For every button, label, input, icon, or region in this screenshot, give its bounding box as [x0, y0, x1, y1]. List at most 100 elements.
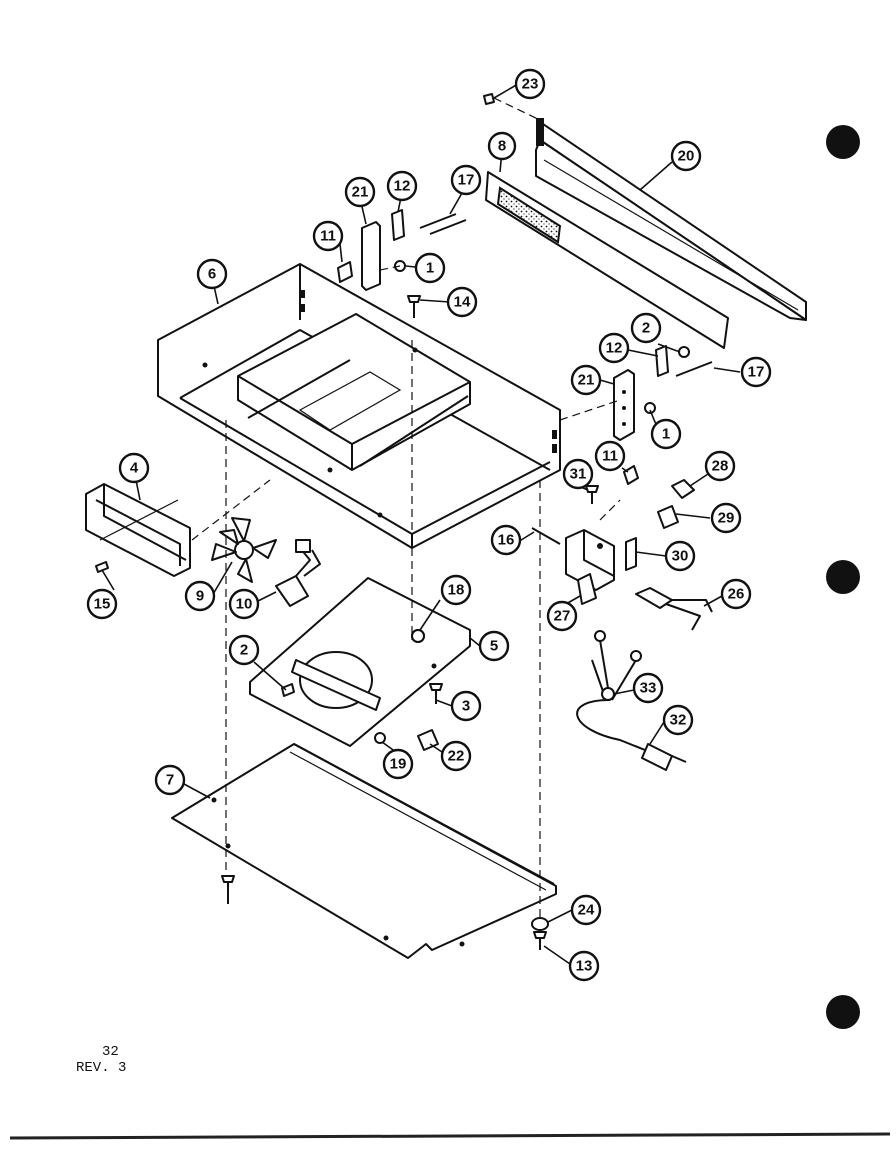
callout-17-left: 17 — [450, 164, 482, 196]
part-14-screw — [407, 295, 421, 318]
part-2-screw-lower — [281, 683, 295, 697]
part-8-grille-panel — [485, 171, 729, 349]
callout-18: 18 — [440, 574, 472, 606]
callout-1-left: 1 — [414, 252, 446, 284]
part-3-screw — [429, 683, 443, 704]
callout-29: 29 — [710, 502, 742, 534]
svg-text:3: 3 — [462, 698, 470, 715]
part-20-rear-top-panel — [535, 118, 807, 321]
part-31-screw — [585, 485, 599, 504]
svg-text:10: 10 — [236, 596, 253, 613]
svg-text:16: 16 — [498, 532, 515, 549]
revision-label: REV. 3 — [76, 1060, 127, 1076]
svg-text:7: 7 — [166, 772, 174, 789]
callout-leaders — [101, 83, 741, 965]
part-15-screw — [95, 561, 109, 573]
callout-20: 20 — [670, 140, 702, 172]
svg-text:1: 1 — [426, 260, 434, 277]
callout-31: 31 — [562, 458, 594, 490]
svg-text:4: 4 — [130, 460, 139, 477]
callout-27: 27 — [546, 600, 578, 632]
svg-text:12: 12 — [394, 178, 411, 195]
callout-7: 7 — [154, 764, 186, 796]
page-number: 32 — [102, 1044, 119, 1060]
callout-17-right: 17 — [740, 356, 772, 388]
svg-text:8: 8 — [498, 138, 506, 155]
svg-text:27: 27 — [554, 608, 571, 625]
assembly-lines — [191, 265, 621, 920]
part-11-hinge-left — [337, 261, 353, 283]
svg-text:13: 13 — [576, 958, 593, 975]
svg-text:9: 9 — [196, 588, 204, 605]
part-11-hinge-right — [623, 465, 639, 485]
svg-text:1: 1 — [662, 426, 670, 443]
part-26-harness — [635, 587, 713, 631]
callout-12-right: 12 — [598, 332, 630, 364]
svg-text:30: 30 — [672, 548, 689, 565]
callout-32: 32 — [662, 704, 694, 736]
part-10-motor — [275, 539, 321, 607]
part-9-fan-blade — [211, 517, 277, 583]
part-12-clip-right — [655, 345, 669, 377]
page-footer: 32 REV. 3 — [76, 1044, 126, 1076]
svg-text:20: 20 — [678, 148, 695, 165]
callout-33: 33 — [632, 672, 664, 704]
callout-2-lower: 2 — [228, 634, 260, 666]
part-23-screw — [483, 93, 541, 121]
callout-6: 6 — [196, 258, 228, 290]
callout-9: 9 — [184, 580, 216, 612]
part-28-switch — [671, 479, 695, 499]
part-2-nut-top — [678, 346, 690, 358]
svg-text:33: 33 — [640, 680, 657, 697]
part-13-screw — [533, 931, 547, 950]
svg-text:29: 29 — [718, 510, 735, 527]
part-33-nut — [601, 687, 615, 701]
part-32-power-cord — [576, 630, 687, 771]
part-21-bracket-left — [361, 221, 381, 291]
svg-text:5: 5 — [490, 638, 498, 655]
binder-hole-top — [826, 125, 860, 159]
callout-15: 15 — [86, 588, 118, 620]
svg-text:12: 12 — [606, 340, 623, 357]
svg-text:15: 15 — [94, 596, 111, 613]
svg-text:28: 28 — [712, 458, 729, 475]
svg-text:18: 18 — [448, 582, 465, 599]
callout-1-right: 1 — [650, 418, 682, 450]
callout-10: 10 — [228, 588, 260, 620]
part-6-chassis — [157, 263, 561, 549]
part-17-pin-left — [419, 213, 467, 235]
callout-21-right: 21 — [570, 364, 602, 396]
callout-30: 30 — [664, 540, 696, 572]
svg-text:26: 26 — [728, 586, 745, 603]
callout-21-left: 21 — [344, 176, 376, 208]
callout-26: 26 — [720, 578, 752, 610]
svg-text:19: 19 — [390, 756, 407, 773]
svg-text:21: 21 — [578, 372, 595, 389]
part-24-foot — [531, 917, 549, 931]
svg-text:21: 21 — [352, 184, 369, 201]
svg-text:22: 22 — [448, 748, 465, 765]
callout-16: 16 — [490, 524, 522, 556]
part-21-bracket-right — [613, 369, 635, 441]
part-17-pin-right — [675, 361, 713, 377]
svg-text:17: 17 — [748, 364, 765, 381]
svg-text:11: 11 — [320, 228, 336, 245]
svg-text:14: 14 — [454, 294, 471, 311]
callout-5: 5 — [478, 630, 510, 662]
part-1-nut-right — [644, 402, 656, 414]
part-7-bottom-panel — [171, 743, 557, 959]
callout-3: 3 — [450, 690, 482, 722]
callout-24: 24 — [570, 894, 602, 926]
svg-text:2: 2 — [240, 642, 248, 659]
svg-text:32: 32 — [670, 712, 687, 729]
callout-4: 4 — [118, 452, 150, 484]
part-29-switch — [657, 505, 679, 529]
svg-text:17: 17 — [458, 172, 475, 189]
part-18-nut — [411, 629, 425, 643]
svg-text:23: 23 — [522, 76, 539, 93]
part-22-clip — [417, 729, 439, 751]
callout-19: 19 — [382, 748, 414, 780]
callout-8: 8 — [487, 131, 517, 161]
part-27-terminal-block — [565, 529, 615, 605]
